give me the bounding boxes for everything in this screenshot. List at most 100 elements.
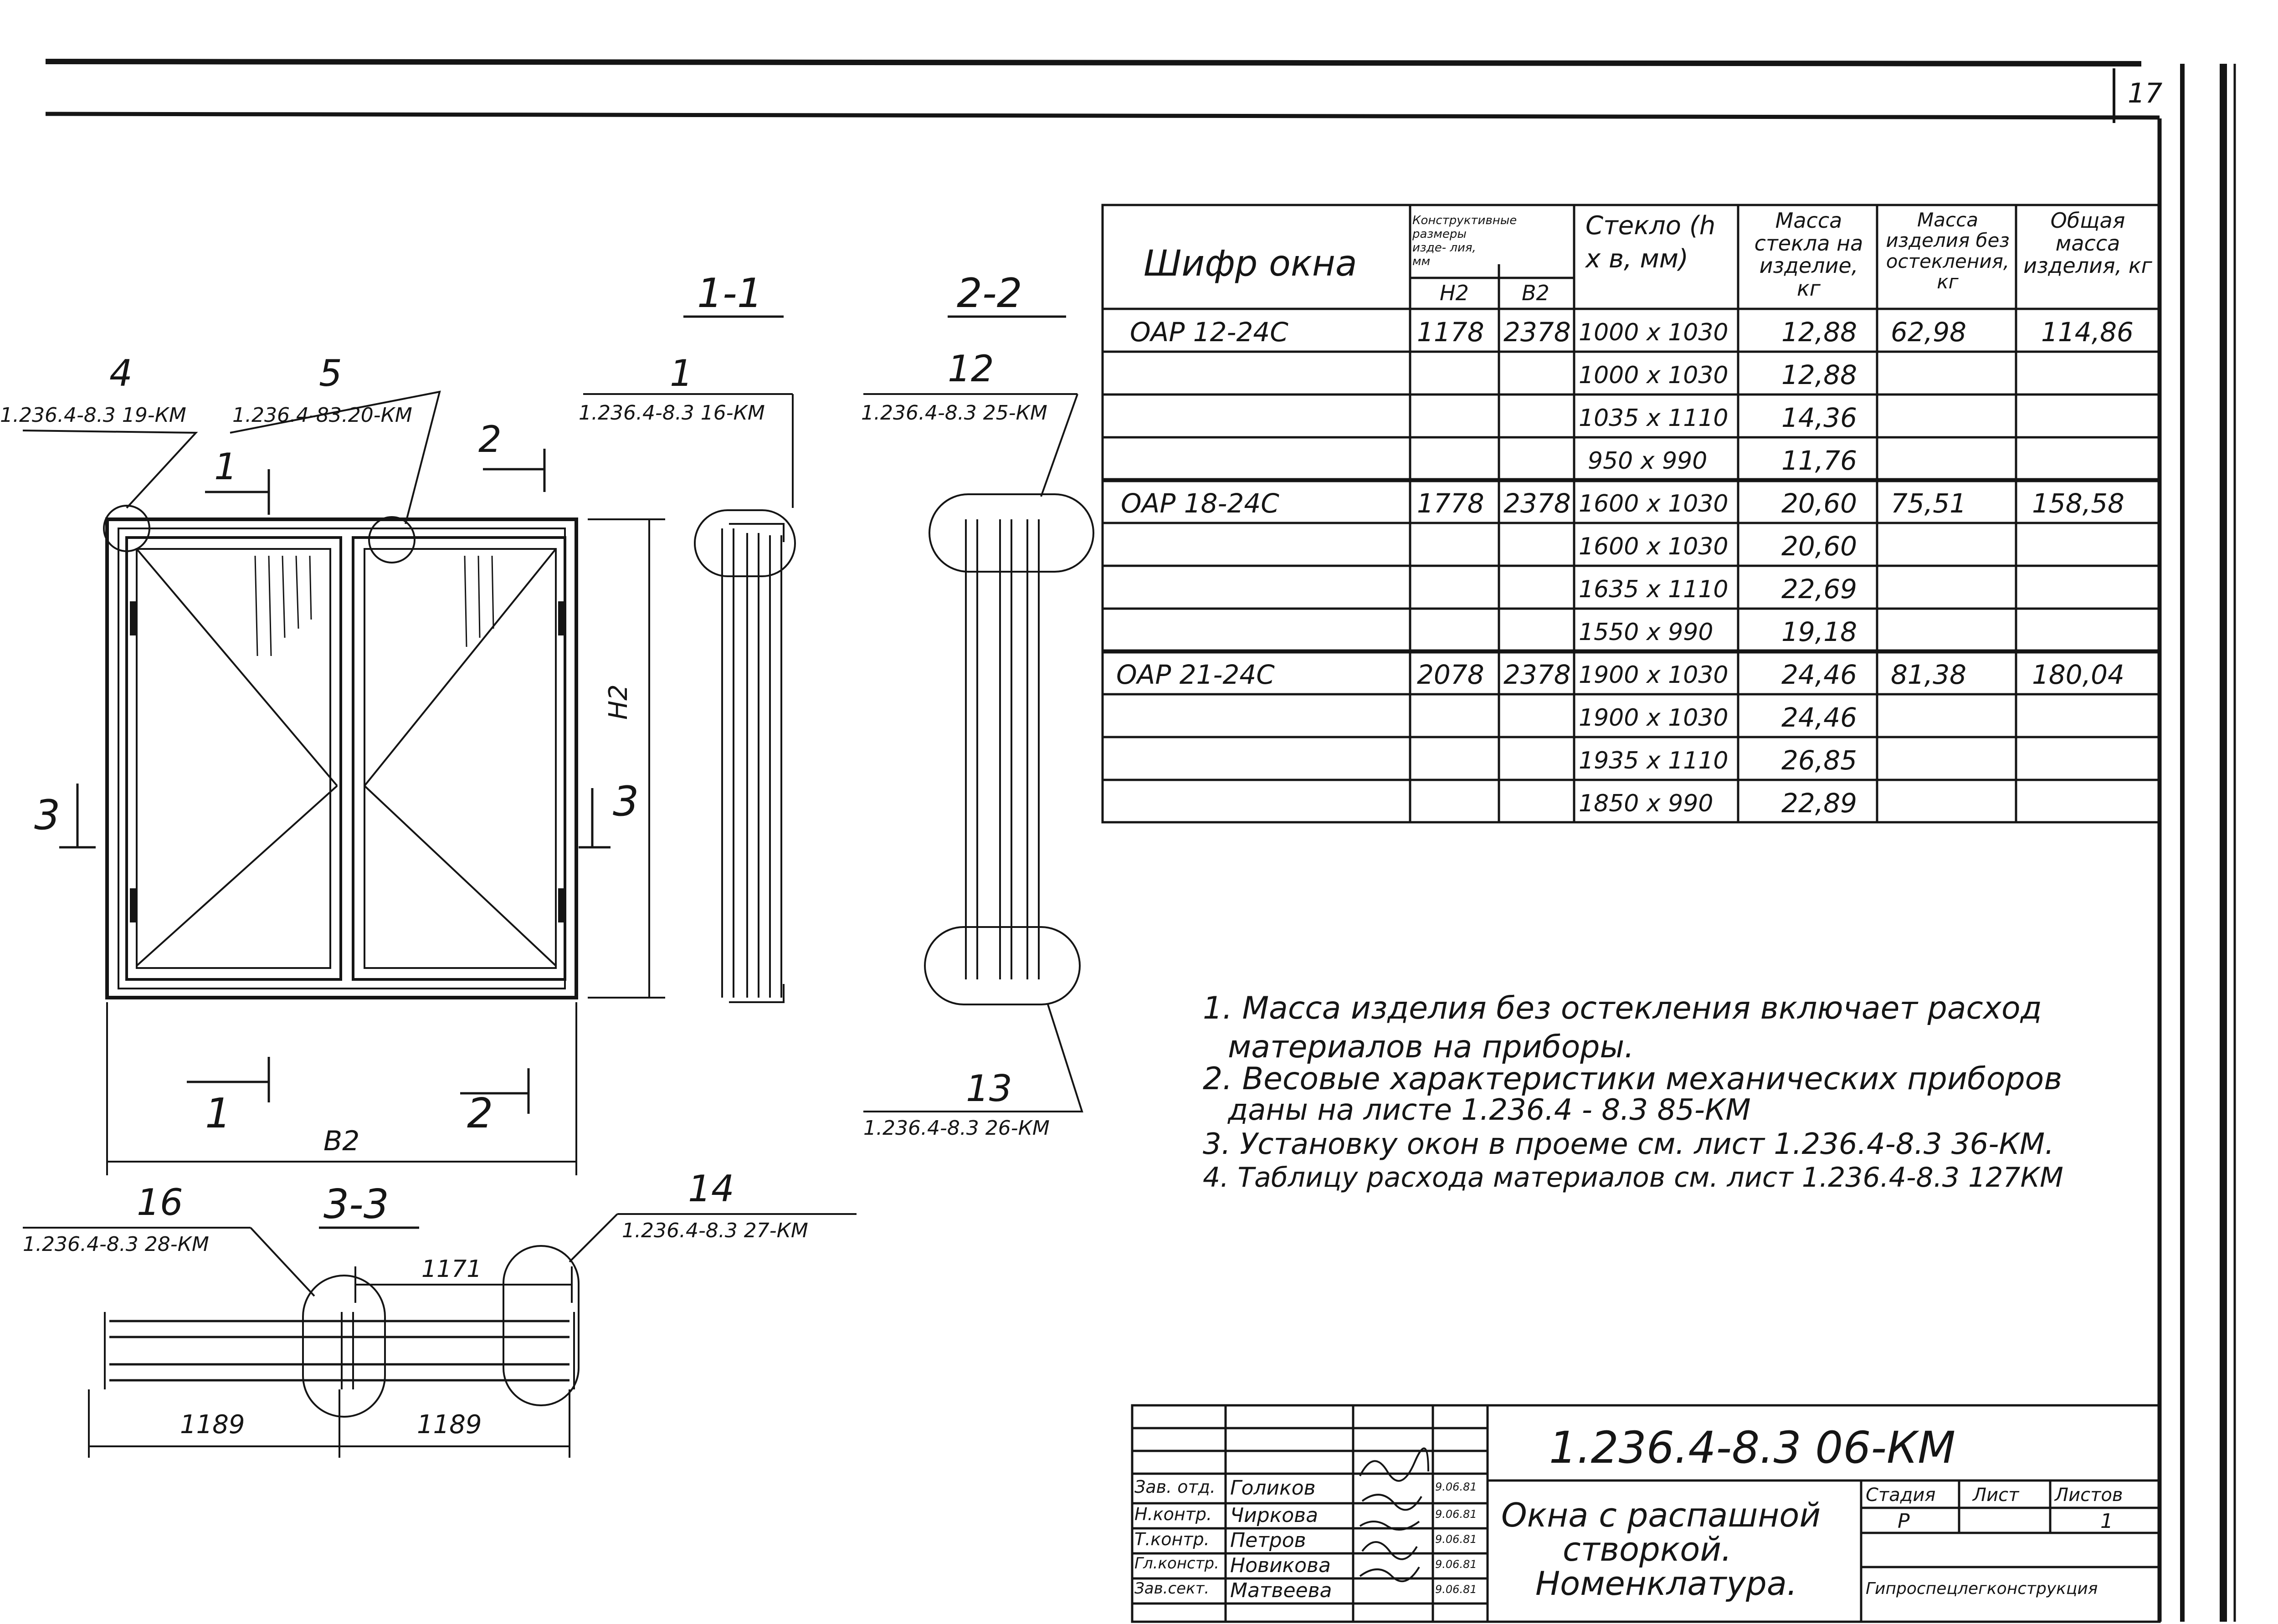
cell-glass-mass: 26,85 bbox=[1781, 745, 1857, 776]
cell-glass: 1000 x 1030 bbox=[1579, 362, 1729, 389]
table-row: 1035 x 1110 14,36 bbox=[1103, 394, 2160, 437]
callout-1-ref: 1.236.4-8.3 16-КМ bbox=[579, 401, 765, 425]
callout-4-ref: 1.236.4-8.3 19-КМ bbox=[0, 404, 186, 427]
cell-total-mass: 180,04 bbox=[2032, 659, 2124, 690]
cell-mass-no-glass: 81,38 bbox=[1891, 659, 1967, 690]
cell-glass-mass: 24,46 bbox=[1781, 659, 1857, 690]
note-line: 4. Таблицу расхода материалов см. лист 1… bbox=[1203, 1162, 2063, 1194]
doc-title-line: Номенклатура. bbox=[1535, 1564, 1797, 1603]
cell-glass: 1600 x 1030 bbox=[1579, 533, 1729, 560]
stage-label: Стадия bbox=[1866, 1485, 1936, 1506]
doc-title-line: створкой. bbox=[1563, 1530, 1732, 1568]
table-row: ОАР 21-24С 2078 2378 1900 x 1030 24,46 8… bbox=[1103, 651, 2160, 694]
cell-glass: 1900 x 1030 bbox=[1579, 704, 1729, 732]
table-row: 1935 x 1110 26,85 bbox=[1103, 737, 2160, 780]
dim-1189-left: 1189 bbox=[180, 1410, 245, 1440]
callout-5-ref: 1.236.4-83.20-КМ bbox=[232, 404, 412, 427]
cell-glass-mass: 14,36 bbox=[1781, 402, 1857, 433]
doc-code: 1.236.4-8.3 06-КМ bbox=[1549, 1422, 1956, 1473]
header-total-mass: Общая масса изделия, кг bbox=[2023, 208, 2152, 278]
table-row: 1900 x 1030 24,46 bbox=[1103, 694, 2160, 737]
callout-16-ref: 1.236.4-8.3 28-КМ bbox=[23, 1233, 209, 1256]
header-b2: B2 bbox=[1522, 281, 1549, 305]
note-line: 2. Весовые характеристики механических п… bbox=[1203, 1061, 2063, 1097]
cell-mass-no-glass: 62,98 bbox=[1891, 317, 1967, 348]
section-title-1-1: 1-1 bbox=[697, 270, 763, 317]
cut-mark-3-right: 3 bbox=[613, 778, 639, 825]
callout-13-ref: 1.236.4-8.3 26-КМ bbox=[863, 1117, 1050, 1140]
callout-1-number: 1 bbox=[670, 352, 693, 394]
table-row: 950 x 990 11,76 bbox=[1103, 437, 2160, 480]
staff-role: Зав.сект. bbox=[1134, 1579, 1210, 1598]
staff-role: Т.контр. bbox=[1134, 1529, 1210, 1549]
cell-glass: 1600 x 1030 bbox=[1579, 490, 1729, 517]
cell-total-mass: 114,86 bbox=[2041, 317, 2134, 348]
staff-role: Зав. отд. bbox=[1134, 1477, 1216, 1497]
window-front-view bbox=[22, 390, 665, 1175]
cell-glass: 1900 x 1030 bbox=[1579, 661, 1729, 689]
sheets-label: Листов bbox=[2055, 1485, 2123, 1506]
cell-glass-mass: 22,89 bbox=[1781, 788, 1857, 819]
table-row: 1550 x 990 19,18 bbox=[1103, 609, 2160, 651]
callout-5-number: 5 bbox=[319, 352, 342, 394]
cell-glass: 1850 x 990 bbox=[1579, 790, 1714, 817]
header-glass: Стекло (h x в, мм) bbox=[1585, 211, 1716, 274]
table-row: 1850 x 990 22,89 bbox=[1103, 780, 2160, 822]
cell-total-mass: 158,58 bbox=[2032, 488, 2124, 519]
organization: Гипроспецлегконструкция bbox=[1866, 1579, 2098, 1598]
staff-role: Н.контр. bbox=[1134, 1504, 1212, 1524]
sheets-value: 1 bbox=[2100, 1510, 2113, 1533]
callout-14-ref: 1.236.4-8.3 27-КМ bbox=[622, 1219, 808, 1242]
staff-name: Новикова bbox=[1230, 1554, 1331, 1577]
section-1-1 bbox=[583, 315, 796, 1003]
table-row: 1635 x 1110 22,69 bbox=[1103, 566, 2160, 609]
cell-b2: 2378 bbox=[1503, 659, 1571, 690]
staff-name: Голиков bbox=[1230, 1476, 1316, 1500]
cell-glass-mass: 19,18 bbox=[1781, 616, 1857, 647]
dim-b2-label: B2 bbox=[323, 1125, 360, 1157]
sheet-label: Лист bbox=[1973, 1485, 2019, 1506]
callout-12-number: 12 bbox=[948, 348, 994, 390]
table-row: ОАР 12-24С 1178 2378 1000 x 1030 12,88 6… bbox=[1103, 309, 2160, 352]
staff-name: Петров bbox=[1230, 1529, 1306, 1552]
cell-code: ОАР 18-24С bbox=[1121, 488, 1279, 519]
note-line: 3. Установку окон в проеме см. лист 1.23… bbox=[1203, 1127, 2054, 1161]
cut-mark-3-left: 3 bbox=[34, 791, 61, 839]
staff-date: 9.06.81 bbox=[1435, 1583, 1477, 1596]
table-body: ОАР 12-24С 1178 2378 1000 x 1030 12,88 6… bbox=[1103, 309, 2160, 822]
staff-role: Гл.констр. bbox=[1134, 1554, 1219, 1573]
cell-glass-mass: 12,88 bbox=[1781, 317, 1857, 348]
section-title-3-3: 3-3 bbox=[323, 1181, 389, 1228]
cell-h2: 1178 bbox=[1417, 317, 1484, 348]
cell-code: ОАР 21-24С bbox=[1116, 659, 1275, 690]
callout-13-number: 13 bbox=[966, 1067, 1012, 1110]
cell-b2: 2378 bbox=[1503, 488, 1571, 519]
table-row: 1600 x 1030 20,60 bbox=[1103, 523, 2160, 566]
staff-date: 9.06.81 bbox=[1435, 1558, 1477, 1571]
dim-h2-label: H2 bbox=[604, 684, 633, 720]
cell-mass-no-glass: 75,51 bbox=[1891, 488, 1967, 519]
table-grid bbox=[1101, 204, 2161, 824]
staff-name: Чиркова bbox=[1230, 1504, 1319, 1527]
section-title-2-2: 2-2 bbox=[957, 270, 1022, 317]
header-mass-no-glass: Масса изделия без остекления, кг bbox=[1886, 209, 2010, 293]
dim-1171: 1171 bbox=[421, 1255, 482, 1283]
cell-glass-mass: 24,46 bbox=[1781, 702, 1857, 733]
staff-date: 9.06.81 bbox=[1435, 1508, 1477, 1521]
sheet-corner-number: 17 bbox=[2128, 77, 2163, 109]
header-dims: Конструктивные размеры изде- лия, мм bbox=[1412, 214, 1517, 268]
note-line: материалов на приборы. bbox=[1228, 1029, 1634, 1065]
cell-glass: 1935 x 1110 bbox=[1579, 747, 1729, 774]
header-h2: H2 bbox=[1440, 281, 1469, 305]
cell-glass-mass: 20,60 bbox=[1781, 531, 1857, 562]
cut-mark-2-top: 2 bbox=[478, 418, 502, 461]
doc-title-line: Окна с распашной bbox=[1501, 1496, 1821, 1534]
cell-glass: 950 x 990 bbox=[1588, 447, 1708, 475]
cell-glass: 1035 x 1110 bbox=[1579, 405, 1729, 432]
cell-glass: 1000 x 1030 bbox=[1579, 319, 1729, 346]
callout-14-number: 14 bbox=[688, 1168, 734, 1210]
cell-code: ОАР 12-24С bbox=[1130, 317, 1288, 348]
callout-4-number: 4 bbox=[109, 352, 133, 394]
stage-value: Р bbox=[1898, 1510, 1910, 1533]
callout-12-ref: 1.236.4-8.3 25-КМ bbox=[861, 401, 1047, 425]
